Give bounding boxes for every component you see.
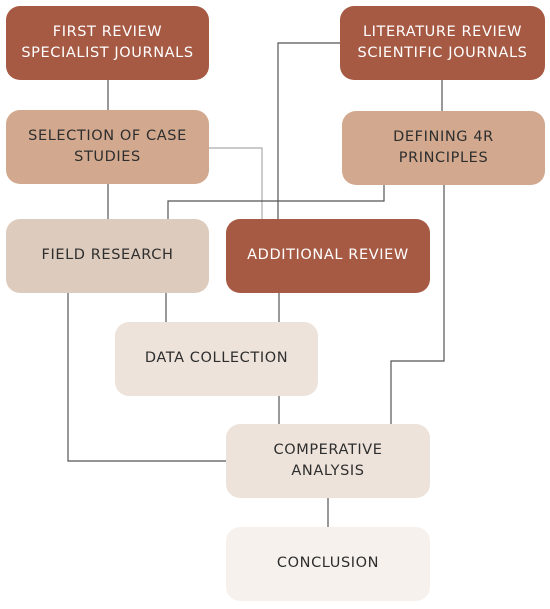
node-selection-of-case-studies: SELECTION OF CASE STUDIES: [6, 110, 209, 184]
node-literature-review: LITERATURE REVIEW SCIENTIFIC JOURNALS: [340, 6, 545, 80]
node-first-review: FIRST REVIEW SPECIALIST JOURNALS: [6, 6, 209, 80]
connector-literature-to-additional: [277, 42, 340, 219]
connector-defining-to-field: [167, 185, 385, 219]
node-field-research: FIELD RESEARCH: [6, 219, 209, 293]
node-additional-review: ADDITIONAL REVIEW: [226, 219, 430, 293]
node-conclusion: CONCLUSION: [226, 527, 430, 601]
node-defining-4r-principles: DEFINING 4R PRINCIPLES: [342, 111, 545, 185]
connector-selection-to-additional: [209, 147, 263, 219]
node-comparative-analysis: COMPERATIVE ANALYSIS: [226, 424, 430, 498]
connector-defining-to-comparative: [390, 185, 445, 424]
connector-field-to-comparative: [67, 293, 226, 462]
node-data-collection: DATA COLLECTION: [115, 322, 318, 396]
